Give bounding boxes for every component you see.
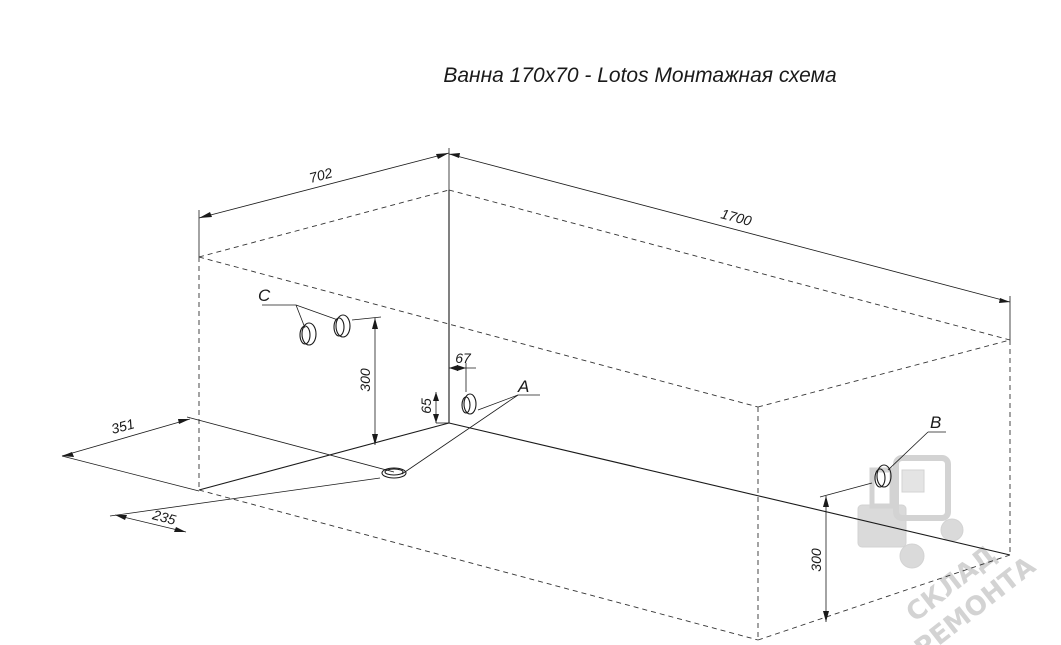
dimension-b-height: 300 [808,482,873,622]
tub-outline-hidden [198,189,1011,641]
label-a: A [517,377,529,396]
c-pipe-right-icon [335,314,351,338]
dimension-a-horizontal: 67 [449,350,476,392]
label-c: C [258,286,271,305]
a-drain-icon [381,467,407,479]
connection-b: B [874,413,946,488]
dimension-c-height-value: 300 [357,368,373,392]
connection-a: A [381,377,540,479]
watermark-logo: СКЛАД РЕМОНТА [857,455,1042,645]
dimension-b-height-value: 300 [808,548,824,572]
tub-bottom-back-edge [448,422,1011,556]
dimension-235-value: 235 [150,506,178,528]
dimension-length: 1700 [448,153,1011,340]
dimension-a-horizontal-value: 67 [455,350,472,366]
dimension-width-value: 702 [307,164,334,186]
dimension-351-value: 351 [109,415,136,437]
connection-c: C [258,286,351,346]
b-pipe-icon [876,464,892,488]
c-pipe-left-icon [301,322,317,346]
dimension-a-vertical-value: 65 [418,398,434,414]
dimension-351: 351 [61,415,200,492]
dimension-c-height: 300 [351,316,382,445]
tub-bottom-side-edge [198,422,450,491]
drawing-title: Ванна 170х70 - Lotos Монтажная схема [443,64,836,87]
dimension-width: 702 [198,148,450,257]
dimension-a-vertical: 65 [418,392,449,424]
drain-extension-lines [109,416,395,517]
a-overflow-icon [463,393,477,415]
forklift-icon [857,455,964,569]
tub-outline-solid [198,190,1011,556]
dimension-length-value: 1700 [719,205,753,229]
dimension-235: 235 [114,506,187,533]
label-b: B [930,413,941,432]
